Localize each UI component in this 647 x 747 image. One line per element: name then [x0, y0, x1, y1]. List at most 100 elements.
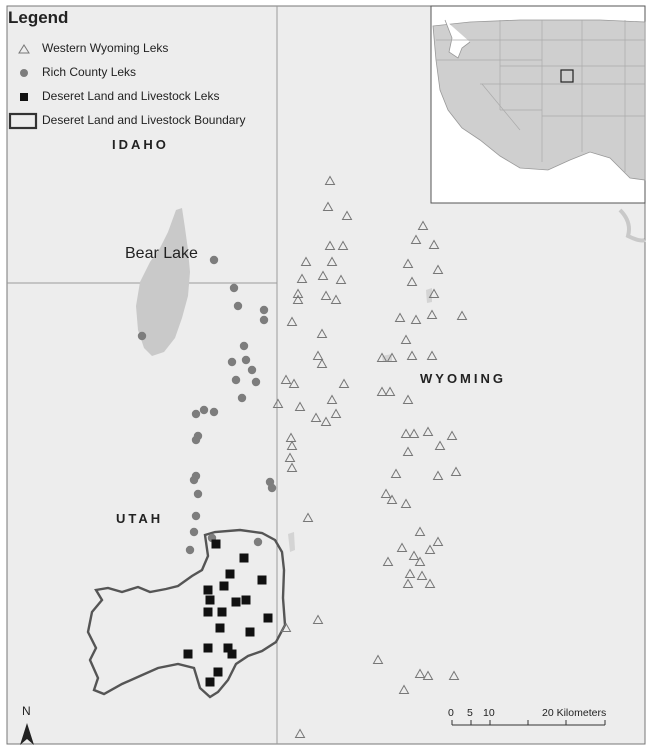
wyoming-lek-triangle: [324, 175, 336, 185]
wyoming-lek-triangle: [384, 386, 396, 396]
small-lake-1: [288, 532, 295, 552]
rich-county-lek-circle: [189, 475, 199, 485]
wyoming-lek-triangle: [414, 668, 426, 678]
wyoming-lek-triangle: [410, 314, 422, 324]
circle-icon: [20, 69, 28, 77]
north-arrow-icon: [20, 723, 34, 745]
rich-county-lek-circle: [193, 489, 203, 499]
scale-bar-graphic: [451, 720, 606, 726]
wyoming-lek-triangle: [408, 550, 420, 560]
wyoming-lek-triangle: [446, 430, 458, 440]
wyoming-lek-triangle: [382, 556, 394, 566]
rich-county-lek-circle: [267, 483, 277, 493]
wyoming-lek-triangle: [312, 350, 324, 360]
rich-county-lek-circle: [199, 405, 209, 415]
wyoming-lek-triangle: [410, 234, 422, 244]
deseret-lek-square: [245, 627, 255, 637]
legend-label: Western Wyoming Leks: [42, 41, 169, 55]
rich-county-lek-circle: [185, 545, 195, 555]
rich-county-lek-circle: [209, 407, 219, 417]
rich-county-lek-circle: [259, 315, 269, 325]
label-idaho: IDAHO: [112, 137, 169, 152]
wyoming-lek-triangle: [414, 526, 426, 536]
river-shape: [618, 208, 646, 243]
deseret-lek-square: [205, 595, 215, 605]
rich-county-lek-circle: [137, 331, 147, 341]
deseret-lek-square: [223, 643, 233, 653]
wyoming-lek-triangle: [432, 536, 444, 546]
rich-county-lek-circle: [239, 341, 249, 351]
rich-county-lek-circle: [191, 409, 201, 419]
wyoming-lek-triangle: [450, 466, 462, 476]
wyoming-lek-triangle: [422, 670, 434, 680]
wyoming-lek-triangle: [376, 386, 388, 396]
wyoming-lek-triangle: [406, 350, 418, 360]
outline-box-icon: [8, 112, 38, 130]
wyoming-lek-triangle: [400, 498, 412, 508]
deseret-lek-square: [257, 575, 267, 585]
square-icon: [20, 93, 28, 101]
rich-county-lek-circle: [191, 511, 201, 521]
scale-tick-20-km: 20 Kilometers: [542, 707, 607, 719]
wyoming-lek-triangle: [408, 428, 420, 438]
wyoming-lek-triangle: [432, 264, 444, 274]
wyoming-lek-triangle: [330, 408, 342, 418]
deseret-lek-square: [239, 553, 249, 563]
deseret-leks: [183, 539, 273, 687]
inset-locator-map: [430, 5, 646, 204]
rich-county-lek-circle: [231, 375, 241, 385]
wyoming-lek-triangle: [320, 416, 332, 426]
wyoming-lek-triangle: [288, 378, 300, 388]
wyoming-lek-triangle: [406, 276, 418, 286]
wyoming-lek-triangle: [300, 256, 312, 266]
wyoming-lek-triangle: [296, 273, 308, 283]
wyoming-lek-triangle: [338, 378, 350, 388]
wyoming-lek-triangle: [312, 614, 324, 624]
rich-county-lek-circle: [191, 435, 201, 445]
rich-county-lek-circle: [209, 255, 219, 265]
deseret-lek-square: [225, 569, 235, 579]
wyoming-lek-triangle: [448, 670, 460, 680]
wyoming-lek-triangle: [284, 452, 296, 462]
deseret-lek-square: [211, 539, 221, 549]
deseret-lek-square: [203, 585, 213, 595]
scale-tick-10: 10: [483, 707, 495, 719]
western-wyoming-leks: [272, 175, 468, 738]
rich-county-lek-circle: [189, 527, 199, 537]
label-wyoming: WYOMING: [420, 371, 506, 386]
wyoming-lek-triangle: [390, 468, 402, 478]
deseret-lek-square: [205, 677, 215, 687]
wyoming-lek-triangle: [404, 568, 416, 578]
label-utah: UTAH: [116, 511, 164, 526]
bear-lake-shape: [136, 208, 190, 356]
wyoming-lek-triangle: [400, 428, 412, 438]
wyoming-lek-triangle: [330, 294, 342, 304]
wyoming-lek-triangle: [326, 394, 338, 404]
legend-title: Legend: [8, 8, 69, 27]
wyoming-lek-triangle: [386, 352, 398, 362]
wyoming-lek-triangle: [280, 622, 292, 632]
wyoming-lek-triangle: [272, 398, 284, 408]
wyoming-lek-triangle: [424, 578, 436, 588]
wyoming-lek-triangle: [292, 294, 304, 304]
wyoming-lek-triangle: [402, 446, 414, 456]
wyoming-lek-triangle: [426, 309, 438, 319]
wyoming-lek-triangle: [380, 488, 392, 498]
wyoming-lek-triangle: [372, 654, 384, 664]
inset-study-area-box: [560, 69, 574, 83]
wyoming-lek-triangle: [432, 470, 444, 480]
deseret-lek-square: [219, 581, 229, 591]
rich-county-lek-circle: [259, 305, 269, 315]
rich-county-leks: [137, 255, 277, 555]
label-bear-lake: Bear Lake: [125, 245, 198, 262]
wyoming-lek-triangle: [320, 290, 332, 300]
rich-county-lek-circle: [229, 283, 239, 293]
wyoming-lek-triangle: [335, 274, 347, 284]
rich-county-lek-circle: [241, 355, 251, 365]
north-label: N: [22, 704, 31, 718]
wyoming-lek-triangle: [316, 328, 328, 338]
scale-tick-0: 0: [448, 707, 454, 719]
wyoming-lek-triangle: [402, 258, 414, 268]
